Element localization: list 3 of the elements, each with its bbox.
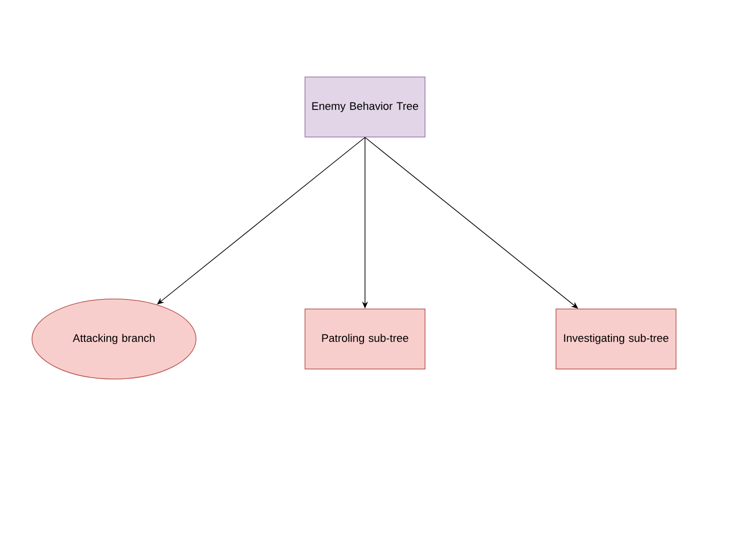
root-box: Enemy Behavior Tree <box>304 76 426 138</box>
subtree-box: Patroling sub-tree <box>304 308 426 370</box>
subtree-box: Investigating sub-tree <box>556 308 676 370</box>
